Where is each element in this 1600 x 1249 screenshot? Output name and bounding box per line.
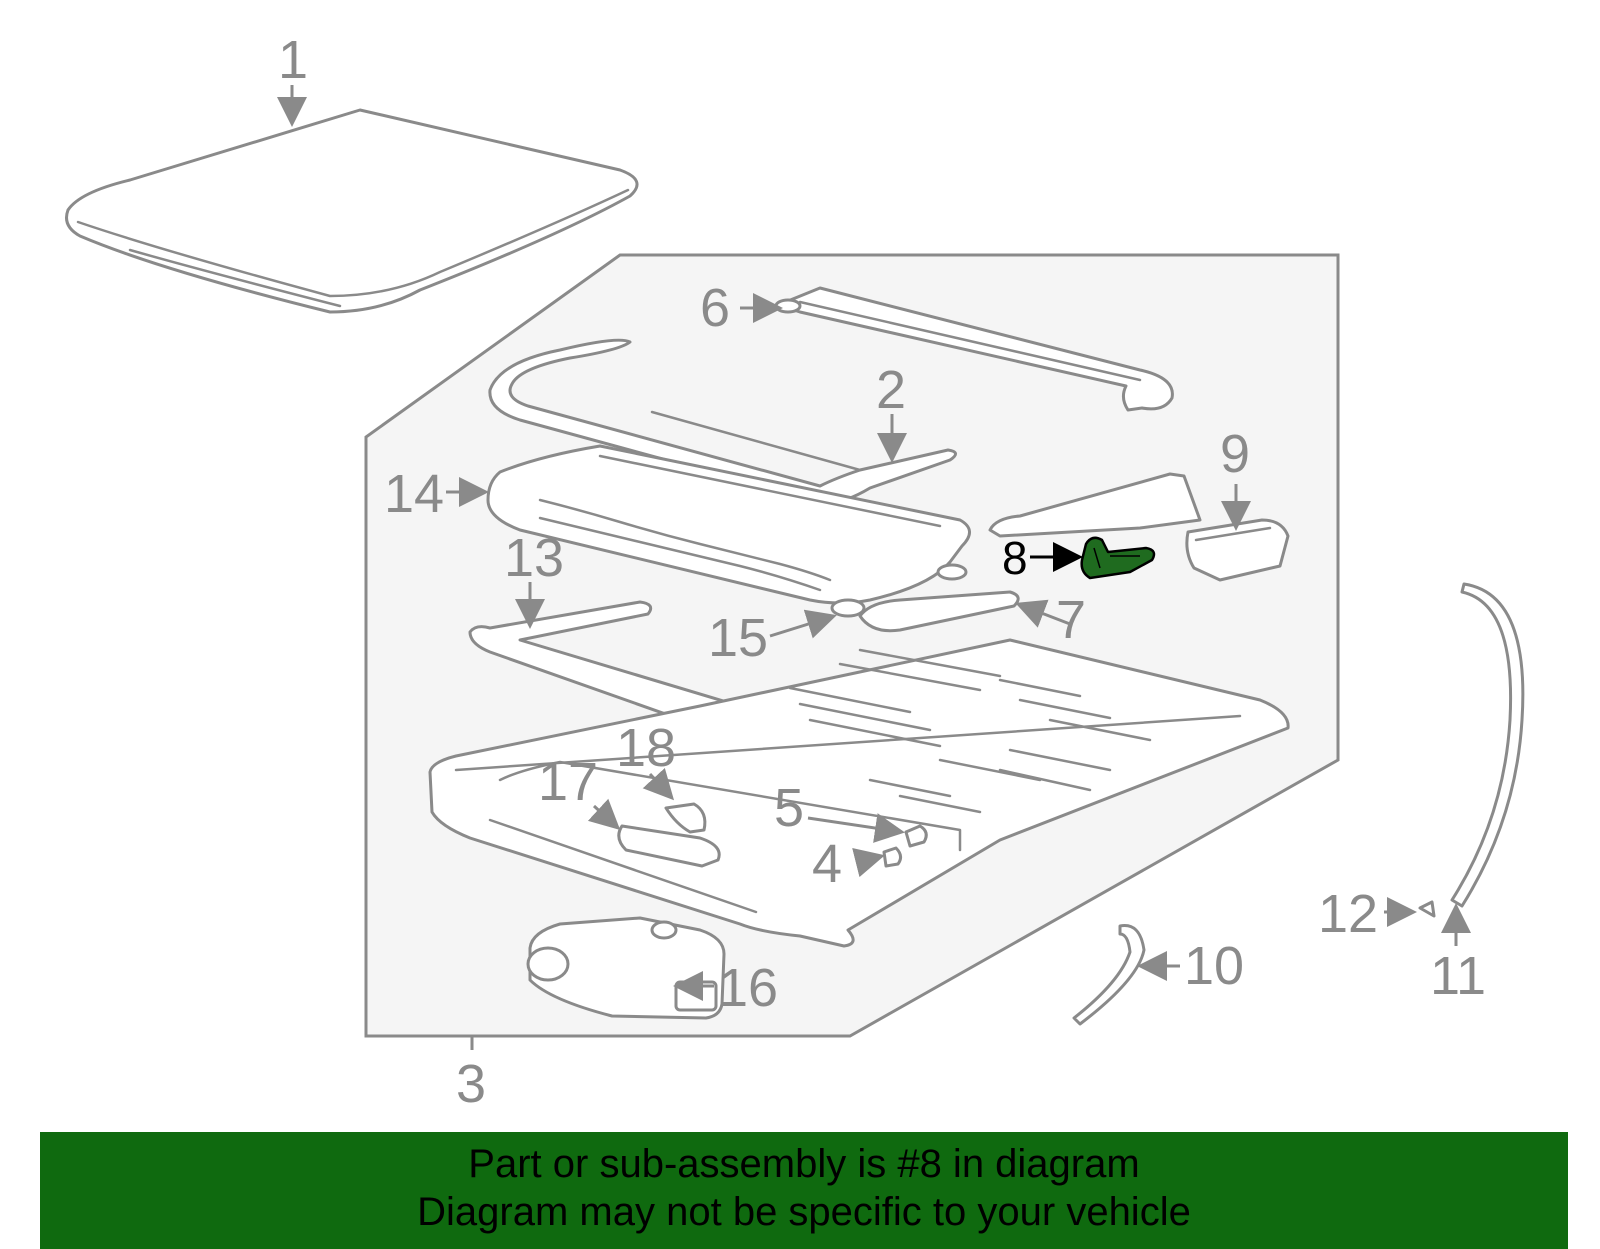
hose-part-10 — [1072, 924, 1146, 1026]
callout-12: 12 — [1318, 884, 1378, 944]
clip-part-5 — [904, 824, 928, 848]
callout-8[interactable]: 8 — [1002, 532, 1028, 584]
callout-9: 9 — [1220, 424, 1250, 484]
banner-line-2: Diagram may not be specific to your vehi… — [417, 1190, 1191, 1234]
bracket-part-8-highlighted[interactable] — [1080, 536, 1156, 580]
tube-part-11 — [1450, 582, 1525, 908]
part-18 — [664, 802, 707, 834]
tray-slots — [788, 648, 1152, 814]
callout-2: 2 — [876, 360, 906, 420]
callout-7: 7 — [1056, 590, 1086, 650]
callout-1: 1 — [278, 30, 308, 90]
rail-part-6 — [774, 286, 1174, 412]
callout-6: 6 — [700, 278, 730, 338]
parts-diagram: 1 2 3 4 5 6 7 8 9 10 11 12 13 14 15 16 1… — [65, 30, 1525, 1114]
info-banner: Part or sub-assembly is #8 in diagram Di… — [40, 1132, 1568, 1249]
callout-labels: 1 2 3 4 5 6 7 8 9 10 11 12 13 14 15 16 1… — [278, 30, 1486, 1114]
tray-part-3 — [428, 638, 1290, 948]
clip-part-4 — [882, 846, 903, 868]
callout-5: 5 — [774, 778, 804, 838]
callout-16: 16 — [718, 958, 778, 1018]
callout-11: 11 — [1430, 946, 1486, 1006]
clip-part-12 — [1418, 900, 1436, 918]
sunroof-glass-part — [65, 108, 639, 314]
part-17 — [617, 824, 721, 868]
callout-15: 15 — [708, 608, 768, 668]
callout-18: 18 — [616, 718, 676, 778]
leader-lines — [277, 85, 1471, 1050]
callout-17: 17 — [538, 752, 598, 812]
callout-14: 14 — [384, 464, 444, 524]
banner-line-1: Part or sub-assembly is #8 in diagram — [468, 1142, 1140, 1186]
callout-3: 3 — [456, 1054, 486, 1114]
clip-part-15 — [830, 563, 968, 618]
guide-part-7 — [858, 590, 1020, 633]
callout-10: 10 — [1184, 936, 1244, 996]
callout-13: 13 — [504, 528, 564, 588]
callout-4: 4 — [812, 834, 842, 894]
bracket-part-9 — [988, 472, 1290, 582]
